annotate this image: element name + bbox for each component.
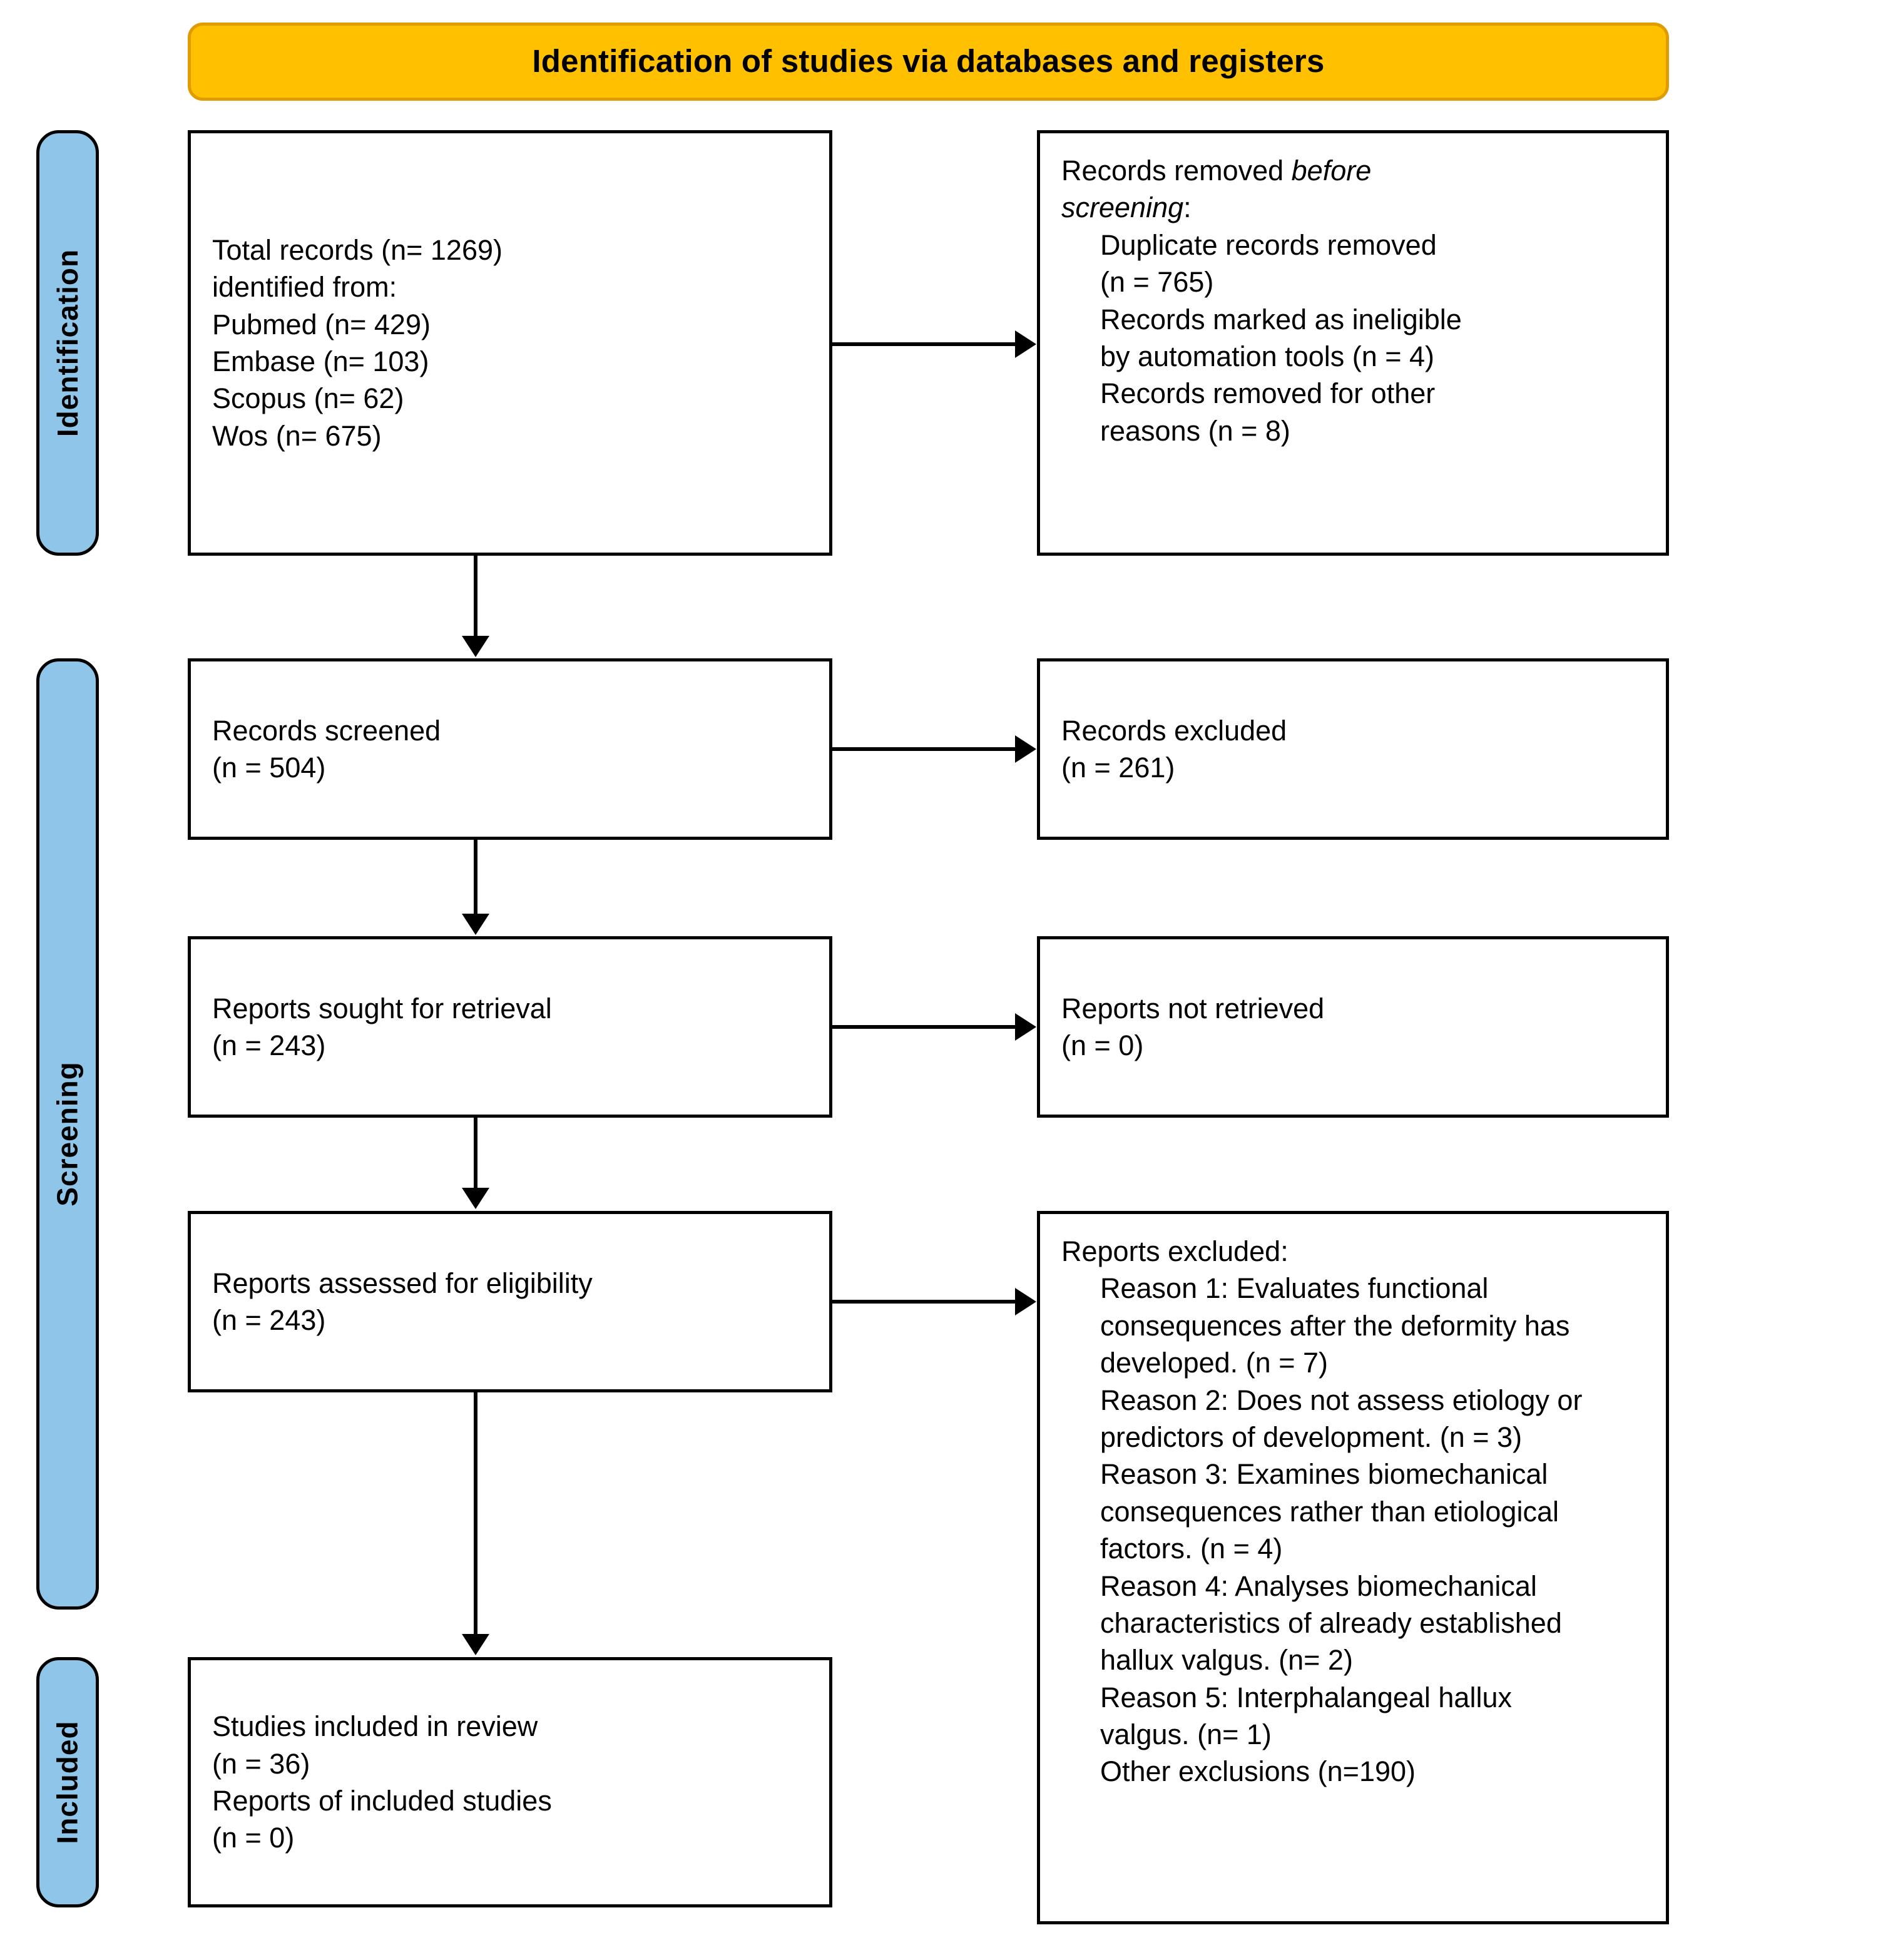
connector-line-assessed-to-excluded <box>832 1300 1018 1304</box>
box-records-removed-before-screening: Records removed before screening: Duplic… <box>1037 130 1669 556</box>
stage-label-identification: Identification <box>36 130 99 556</box>
connector-arrow-assessed-to-excluded <box>1015 1288 1036 1315</box>
records-excluded-line-0: Records excluded <box>1061 714 1287 747</box>
stage-label-identification-text: Identification <box>51 248 84 437</box>
reports-excluded-item-10: hallux valgus. (n= 2) <box>1100 1644 1353 1677</box>
records-removed-item-4: Records removed for other <box>1100 377 1436 410</box>
records-removed-heading-line2: screening: <box>1061 191 1192 224</box>
box-records-excluded: Records excluded (n = 261) <box>1037 658 1669 840</box>
reports-excluded-heading: Reports excluded: <box>1061 1235 1289 1267</box>
reports-excluded-item-13: Other exclusions (n=190) <box>1100 1755 1416 1788</box>
reports-sought-line-0: Reports sought for retrieval <box>212 992 552 1024</box>
box-reports-assessed-for-eligibility: Reports assessed for eligibility (n = 24… <box>188 1211 832 1392</box>
reports-excluded-item-1: consequences after the deformity has <box>1100 1309 1570 1342</box>
connector-line-sought-to-not-retrieved <box>832 1025 1018 1029</box>
records-excluded-line-1: (n = 261) <box>1061 752 1175 783</box>
reports-excluded-item-12: valgus. (n= 1) <box>1100 1718 1272 1751</box>
reports-not-retrieved-line-1: (n = 0) <box>1061 1029 1144 1061</box>
records-removed-item-3: by automation tools (n = 4) <box>1100 340 1435 372</box>
studies-included-line-1: (n = 36) <box>212 1747 310 1780</box>
records-identified-line-4: Scopus (n= 62) <box>212 382 404 415</box>
reports-excluded-item-0: Reason 1: Evaluates functional <box>1100 1272 1489 1305</box>
connector-arrow-screened-to-sought <box>462 914 489 935</box>
connector-line-sought-to-assessed <box>474 1118 477 1190</box>
records-identified-line-2: Pubmed (n= 429) <box>212 308 431 340</box>
reports-assessed-line-0: Reports assessed for eligibility <box>212 1267 593 1299</box>
studies-included-line-2: Reports of included studies <box>212 1785 552 1817</box>
connector-arrow-sought-to-assessed <box>462 1188 489 1209</box>
connector-line-screened-to-excluded <box>832 747 1018 751</box>
reports-excluded-item-8: Reason 4: Analyses biomechanical <box>1100 1570 1537 1602</box>
connector-line-identified-to-screened <box>474 556 477 638</box>
stage-label-included-text: Included <box>51 1720 84 1844</box>
connector-line-identified-to-removed <box>832 342 1018 346</box>
records-identified-line-5: Wos (n= 675) <box>212 419 382 452</box>
reports-excluded-item-5: Reason 3: Examines biomechanical <box>1100 1458 1548 1491</box>
box-reports-excluded: Reports excluded: Reason 1: Evaluates fu… <box>1037 1211 1669 1924</box>
records-removed-heading-line1: Records removed before <box>1061 155 1372 186</box>
diagram-header-banner: Identification of studies via databases … <box>188 23 1669 101</box>
connector-line-assessed-to-included <box>474 1392 477 1636</box>
stage-label-screening-text: Screening <box>51 1061 84 1207</box>
reports-not-retrieved-line-0: Reports not retrieved <box>1061 992 1325 1024</box>
reports-assessed-line-1: (n = 243) <box>212 1304 326 1336</box>
records-identified-line-3: Embase (n= 103) <box>212 345 429 377</box>
stage-label-screening: Screening <box>36 658 99 1610</box>
banner-title: Identification of studies via databases … <box>532 43 1325 79</box>
records-screened-line-1: (n = 504) <box>212 752 326 783</box>
connector-arrow-screened-to-excluded <box>1015 735 1036 763</box>
reports-excluded-item-4: predictors of development. (n = 3) <box>1100 1421 1523 1453</box>
connector-line-screened-to-sought <box>474 840 477 916</box>
reports-excluded-item-11: Reason 5: Interphalangeal hallux <box>1100 1681 1512 1713</box>
reports-excluded-item-3: Reason 2: Does not assess etiology or <box>1100 1384 1583 1416</box>
records-removed-item-0: Duplicate records removed <box>1100 228 1437 261</box>
reports-sought-line-1: (n = 243) <box>212 1029 326 1061</box>
connector-arrow-identified-to-screened <box>462 636 489 657</box>
connector-arrow-assessed-to-included <box>462 1634 489 1655</box>
records-identified-line-1: identified from: <box>212 271 397 304</box>
reports-excluded-item-9: characteristics of already established <box>1100 1606 1562 1639</box>
reports-excluded-item-6: consequences rather than etiological <box>1100 1495 1559 1528</box>
records-screened-line-0: Records screened <box>212 714 441 747</box>
records-removed-item-2: Records marked as ineligible <box>1100 303 1462 335</box>
box-records-screened: Records screened (n = 504) <box>188 658 832 840</box>
box-records-identified: Total records (n= 1269) identified from:… <box>188 130 832 556</box>
records-removed-item-1: (n = 765) <box>1100 266 1214 299</box>
connector-arrow-identified-to-removed <box>1015 330 1036 358</box>
box-reports-not-retrieved: Reports not retrieved (n = 0) <box>1037 936 1669 1118</box>
records-removed-item-5: reasons (n = 8) <box>1100 414 1290 447</box>
connector-arrow-sought-to-not-retrieved <box>1015 1013 1036 1041</box>
studies-included-line-3: (n = 0) <box>212 1822 295 1854</box>
reports-excluded-item-2: developed. (n = 7) <box>1100 1347 1328 1379</box>
studies-included-line-0: Studies included in review <box>212 1710 538 1743</box>
records-identified-line-0: Total records (n= 1269) <box>212 233 503 266</box>
box-studies-included-in-review: Studies included in review (n = 36) Repo… <box>188 1657 832 1907</box>
reports-excluded-item-7: factors. (n = 4) <box>1100 1533 1283 1565</box>
box-reports-sought-for-retrieval: Reports sought for retrieval (n = 243) <box>188 936 832 1118</box>
stage-label-included: Included <box>36 1657 99 1907</box>
